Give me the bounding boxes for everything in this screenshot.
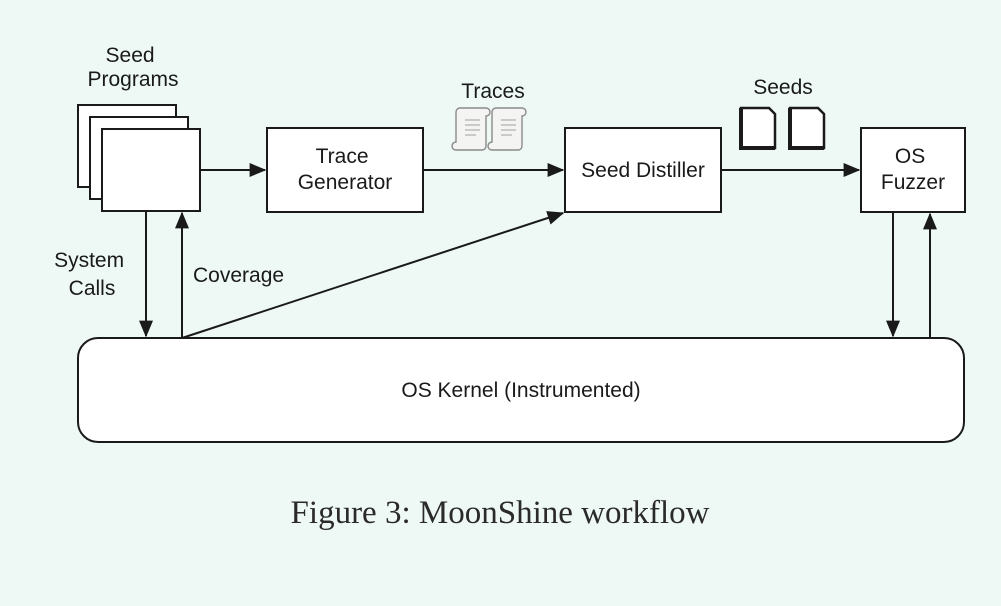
coverage-label: Coverage [193,264,284,287]
seed-programs-label-line2: Programs [87,68,178,91]
seeds-label: Seeds [753,76,813,99]
seed-programs-label-line1: Seed [106,44,155,67]
os-fuzzer-box [860,127,966,213]
seed-programs-stack [77,104,201,212]
os-fuzzer-label: OS Fuzzer [881,145,945,194]
seed-distiller-label: Seed Distiller [581,159,705,182]
seed-document-icon [788,106,826,150]
os-kernel-label: OS Kernel (Instrumented) [401,379,640,402]
os-fuzzer-label-line2: Fuzzer [881,171,945,194]
coverage-to-seed-distiller-arrow [181,211,565,339]
system-calls-label-line2: Calls [69,277,116,300]
trace-scroll-icon [451,107,491,151]
figure-caption: Figure 3: MoonShine workflow [291,495,710,531]
os-kernel-box [77,337,965,443]
seed-programs-label: Seed Programs [87,44,178,91]
trace-generator-label-line1: Trace [316,145,369,168]
trace-generator-box [266,127,424,213]
trace-generator-label: Trace Generator [298,145,393,194]
seed-document-icon [739,106,777,150]
system-calls-label-line1: System [54,249,124,272]
traces-label: Traces [461,80,524,103]
trace-scroll-icon [487,107,527,151]
seed-distiller-box [564,127,722,213]
system-calls-label: System Calls [54,249,130,300]
trace-generator-label-line2: Generator [298,171,393,194]
os-fuzzer-label-line1: OS [895,145,925,168]
